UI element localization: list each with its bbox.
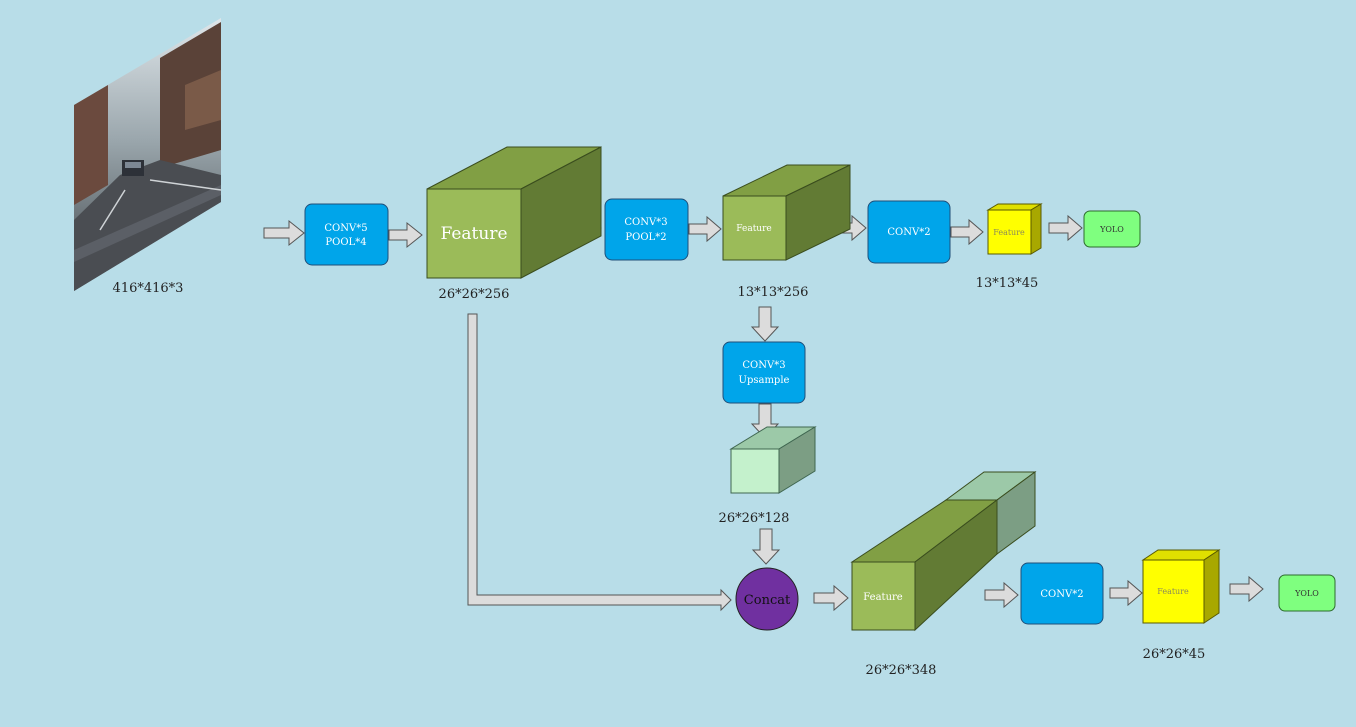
arrow-right-icon (950, 218, 984, 246)
conv-pool-block-1 (304, 203, 389, 266)
output-feature-13x13x45 (986, 203, 1043, 255)
input-dims: 416*416*3 (113, 281, 184, 296)
conv2-line1: CONV*3 (624, 217, 667, 228)
feature2-label: Feature (736, 224, 772, 234)
skip-connection-arrow (467, 313, 732, 612)
out-feature1-label: Feature (993, 228, 1025, 237)
feature3-label: Feature (863, 592, 903, 603)
yolo-bottom-label: YOLO (1294, 589, 1319, 598)
conv-upsample-block (722, 341, 806, 404)
out-feature1-dims: 13*13*45 (976, 276, 1039, 291)
arrow-right-icon (388, 221, 423, 249)
arrow-down-icon (751, 528, 781, 565)
conv-bottom-label: CONV*2 (1040, 589, 1083, 600)
arrow-right-icon (263, 219, 305, 247)
conv-block-bottom (1020, 562, 1104, 625)
feature1-label: Feature (440, 224, 507, 244)
conv-up-line2: Upsample (739, 375, 790, 386)
conv3-label: CONV*2 (887, 227, 930, 238)
feature-map-26x26x256 (426, 146, 602, 279)
output-feature-26x26x45 (1141, 549, 1221, 624)
yolo-block-top (1083, 210, 1141, 248)
conv-block-3 (867, 200, 951, 264)
conv1-line1: CONV*5 (324, 223, 367, 234)
up-feature-dims: 26*26*128 (719, 511, 790, 526)
feature3-dims: 26*26*348 (866, 663, 937, 678)
feature-map-13x13x256 (722, 164, 851, 261)
feature2-dims: 13*13*256 (738, 285, 809, 300)
conv-up-line1: CONV*3 (742, 360, 785, 371)
concat-node (735, 567, 799, 631)
input-image (74, 18, 222, 291)
feature-map-26x26x348 (850, 471, 1037, 632)
yolo-block-bottom (1278, 574, 1336, 612)
arrow-right-icon (688, 215, 722, 243)
arrow-down-icon (750, 306, 780, 342)
yolo-top-label: YOLO (1099, 225, 1124, 234)
out-feature2-dims: 26*26*45 (1143, 647, 1206, 662)
arrow-right-icon (1229, 575, 1264, 603)
conv2-line2: POOL*2 (625, 232, 666, 243)
arrow-right-icon (984, 581, 1019, 609)
concat-label: Concat (744, 593, 791, 608)
arrow-right-icon (1048, 214, 1083, 242)
arrow-right-icon (1109, 579, 1143, 607)
feature1-dims: 26*26*256 (439, 287, 510, 302)
conv-pool-block-2 (604, 198, 689, 261)
arrow-right-icon (813, 584, 849, 612)
conv1-line2: POOL*4 (325, 237, 366, 248)
upsampled-feature-26x26x128 (729, 426, 817, 494)
out-feature2-label: Feature (1157, 587, 1189, 596)
